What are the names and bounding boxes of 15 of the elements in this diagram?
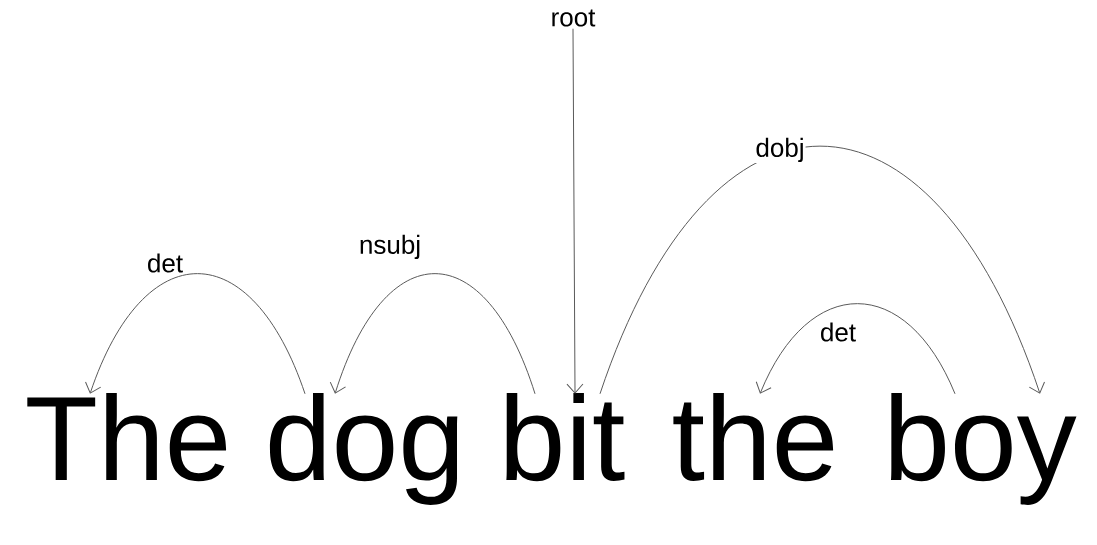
edge-label: nsubj	[357, 233, 423, 261]
arc-arrow	[329, 273, 536, 395]
arc-arrow	[755, 303, 956, 395]
root-label: root	[552, 9, 596, 27]
word: dog	[269, 393, 458, 505]
edge-label: dobj	[754, 136, 806, 164]
word: the	[673, 393, 834, 482]
edge-label: det	[818, 321, 858, 343]
word: bit	[506, 393, 625, 482]
word: boy	[891, 393, 1077, 505]
arc-arrow	[599, 145, 1045, 395]
arc-arrow	[85, 273, 306, 395]
arc-arrow	[566, 28, 584, 394]
edge-label: det	[145, 252, 185, 274]
word: The	[27, 393, 227, 482]
